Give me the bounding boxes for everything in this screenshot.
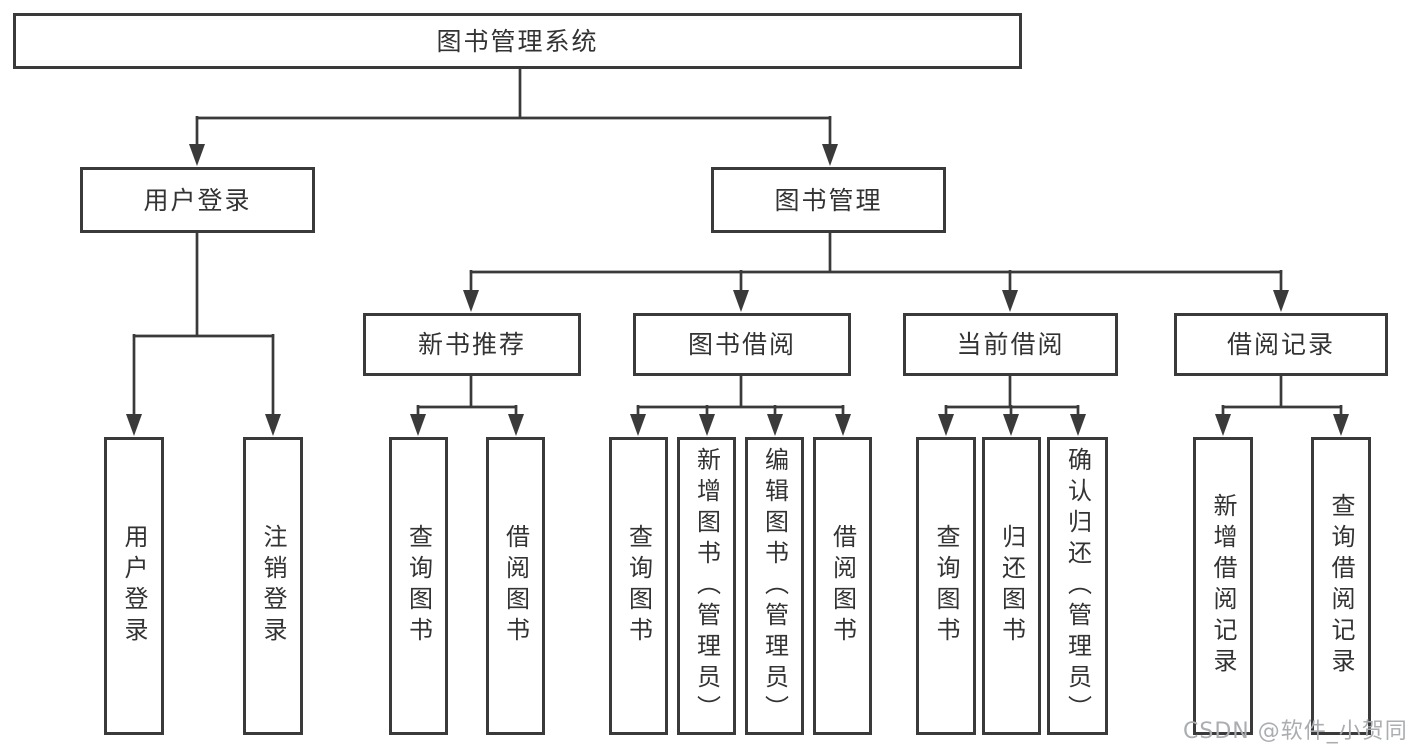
leaf-query-books-current: 查询图书 — [916, 437, 976, 735]
leaf-query-books-borrow: 查询图书 — [609, 437, 668, 735]
leaf-borrow-books: 借阅图书 — [813, 437, 872, 735]
node-current-borrow: 当前借阅 — [903, 313, 1118, 376]
node-new-book-recommend: 新书推荐 — [363, 313, 581, 376]
leaf-confirm-return-admin: 确认归还（管理员） — [1047, 437, 1108, 735]
leaf-query-borrow-record: 查询借阅记录 — [1311, 437, 1371, 735]
leaf-add-books-admin: 新增图书（管理员） — [677, 437, 736, 735]
leaf-add-borrow-record: 新增借阅记录 — [1193, 437, 1253, 735]
leaf-edit-books-admin: 编辑图书（管理员） — [745, 437, 804, 735]
leaf-return-books: 归还图书 — [982, 437, 1041, 735]
leaf-borrow-books-recommend: 借阅图书 — [486, 437, 545, 735]
node-book-borrow: 图书借阅 — [633, 313, 851, 376]
node-library-management-system: 图书管理系统 — [13, 13, 1022, 69]
node-borrow-records: 借阅记录 — [1174, 313, 1388, 376]
arrowheads — [126, 144, 1349, 436]
leaf-logout: 注销登录 — [243, 437, 303, 735]
leaf-user-login: 用户登录 — [104, 437, 164, 735]
csdn-watermark: CSDN @软件_小贺同学 — [1183, 719, 1405, 744]
node-book-management: 图书管理 — [711, 167, 946, 233]
node-user-login: 用户登录 — [80, 167, 315, 233]
leaf-query-books-recommend: 查询图书 — [389, 437, 448, 735]
